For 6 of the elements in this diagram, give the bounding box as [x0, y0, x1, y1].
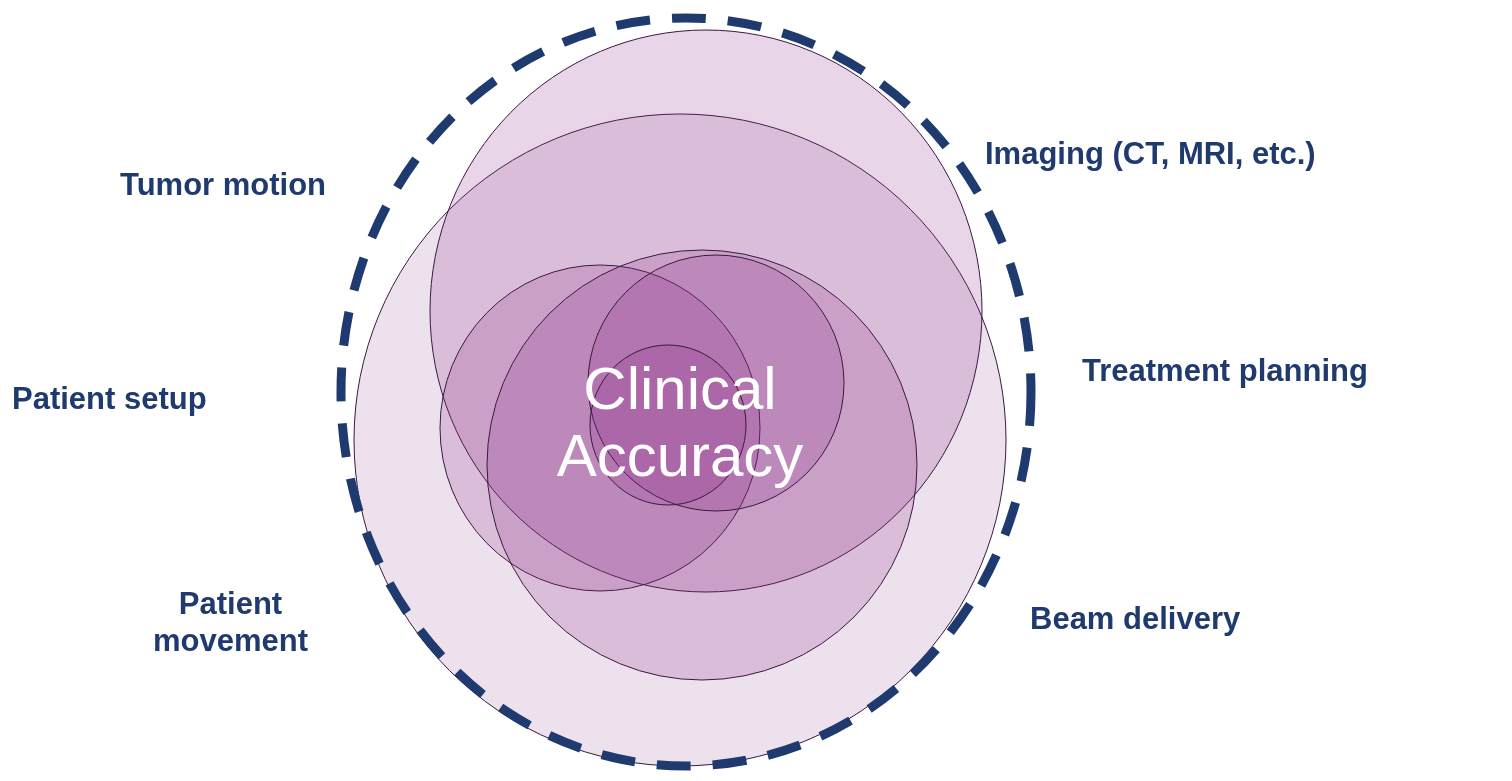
factor-label: Patient movement	[151, 585, 309, 660]
factor-label: Treatment planning	[1082, 352, 1368, 390]
factor-label: Patient setup	[12, 380, 207, 418]
factor-label: Imaging (CT, MRI, etc.)	[985, 135, 1316, 173]
factor-label: Beam delivery	[1030, 600, 1241, 638]
factor-label: Tumor motion	[120, 166, 327, 204]
